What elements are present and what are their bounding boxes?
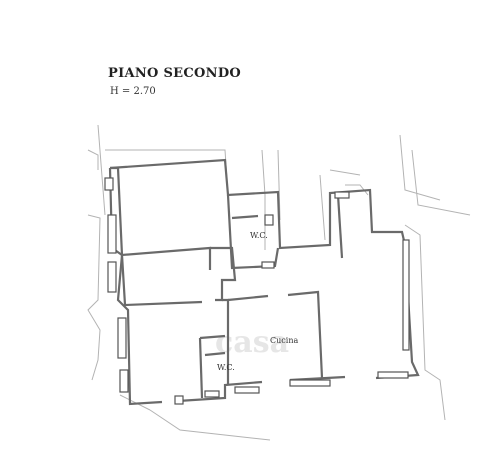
plan-title: PIANO SECONDO	[108, 66, 242, 81]
ceiling-height-label: H = 2.70	[110, 86, 156, 97]
walls	[108, 158, 420, 406]
openings	[104, 177, 410, 405]
room-label-wc-upper: W.C.	[250, 231, 268, 240]
room-label-wc-lower: W.C.	[217, 363, 235, 372]
context-lines	[87, 124, 471, 441]
room-label-kitchen: Cucina	[270, 336, 298, 345]
